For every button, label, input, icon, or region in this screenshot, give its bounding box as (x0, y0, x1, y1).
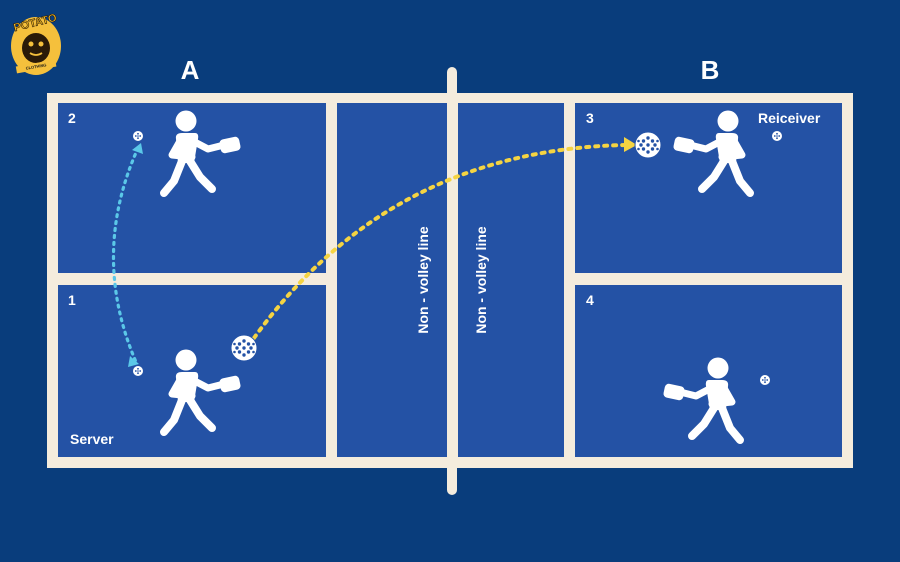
kitchen-left (337, 103, 447, 457)
kitchen-right (458, 103, 564, 457)
arrowhead-right-icon (624, 137, 637, 152)
side-a-label: A (181, 55, 200, 85)
ball-serve-icon (230, 334, 258, 362)
server-label: Server (70, 431, 114, 447)
server-switch-path (111, 146, 140, 364)
non-volley-label-right: Non - volley line (473, 226, 489, 334)
position-marker-zone-2-icon (133, 131, 143, 141)
ball-receive-icon (634, 131, 662, 159)
zone-3-label: 3 (586, 110, 594, 126)
zone-2-label: 2 (68, 110, 76, 126)
side-b-label: B (701, 55, 720, 85)
arrowhead-down-icon (128, 356, 139, 367)
zone-4-label: 4 (586, 292, 594, 308)
zone-2-box (58, 103, 326, 273)
logo-subtext: CLOTHING (25, 62, 46, 71)
zone-1-label: 1 (68, 292, 76, 308)
receiver-label: Reiceiver (758, 110, 821, 126)
position-marker-zone-1-icon (133, 366, 143, 376)
brand-logo: POTATO CLOTHING (11, 12, 61, 75)
position-marker-zone-4-icon (760, 375, 770, 385)
serve-trajectory-path (252, 143, 627, 340)
position-marker-zone-3-icon (772, 131, 782, 141)
non-volley-label-left: Non - volley line (415, 226, 431, 334)
arrowhead-up-icon (132, 143, 143, 154)
zone-1-box (58, 285, 326, 457)
